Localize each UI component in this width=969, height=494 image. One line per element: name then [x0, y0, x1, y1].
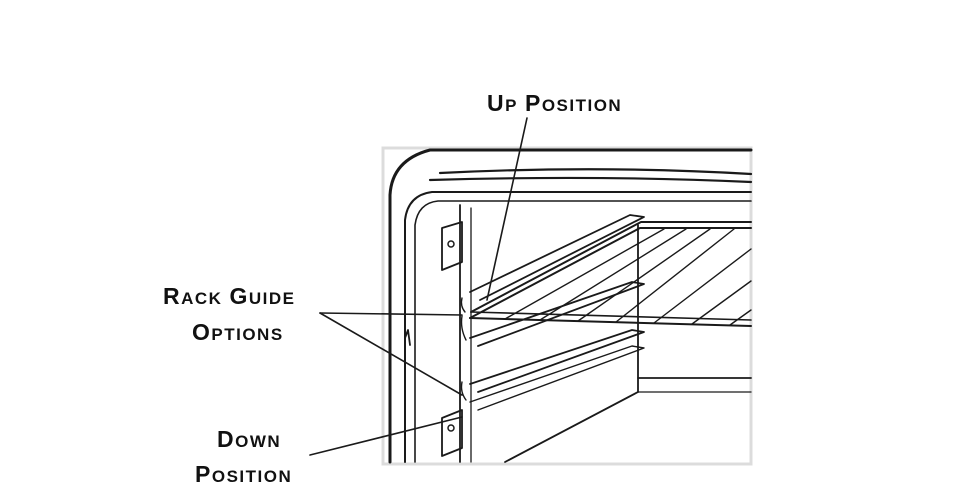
upper-rack-guide — [469, 214, 645, 301]
oven-illustration — [388, 148, 753, 464]
rack-guide-leader-upper — [319, 312, 463, 316]
floor-diagonal — [504, 391, 639, 463]
lower-bracket-screw-icon — [447, 424, 455, 432]
oven-top-edge-inner — [428, 176, 753, 184]
rack-guide-label-line2: OPTIONS — [192, 319, 284, 345]
lower-guide-end — [460, 381, 467, 401]
oven-inner-opening-2 — [414, 200, 752, 463]
illustration-frame — [381, 146, 753, 466]
down-position-label-line2: POSITION — [195, 461, 292, 487]
up-position-leader — [486, 117, 528, 301]
down-position-label-line1: DOWN — [217, 426, 281, 452]
oven-outer-contour — [388, 148, 753, 464]
upper-guide-end — [460, 297, 466, 313]
rack-guide-leader-lower — [319, 312, 463, 396]
lower-bracket — [441, 409, 463, 457]
oven-top-edge — [438, 168, 753, 176]
upper-bracket-screw-icon — [447, 240, 455, 248]
down-position-leader — [309, 416, 463, 456]
upper-bracket — [441, 221, 463, 271]
door-latch-tick — [404, 329, 411, 346]
middle-guide-end — [460, 315, 467, 341]
oven-inner-opening — [404, 191, 752, 463]
wire-rack — [469, 221, 752, 327]
